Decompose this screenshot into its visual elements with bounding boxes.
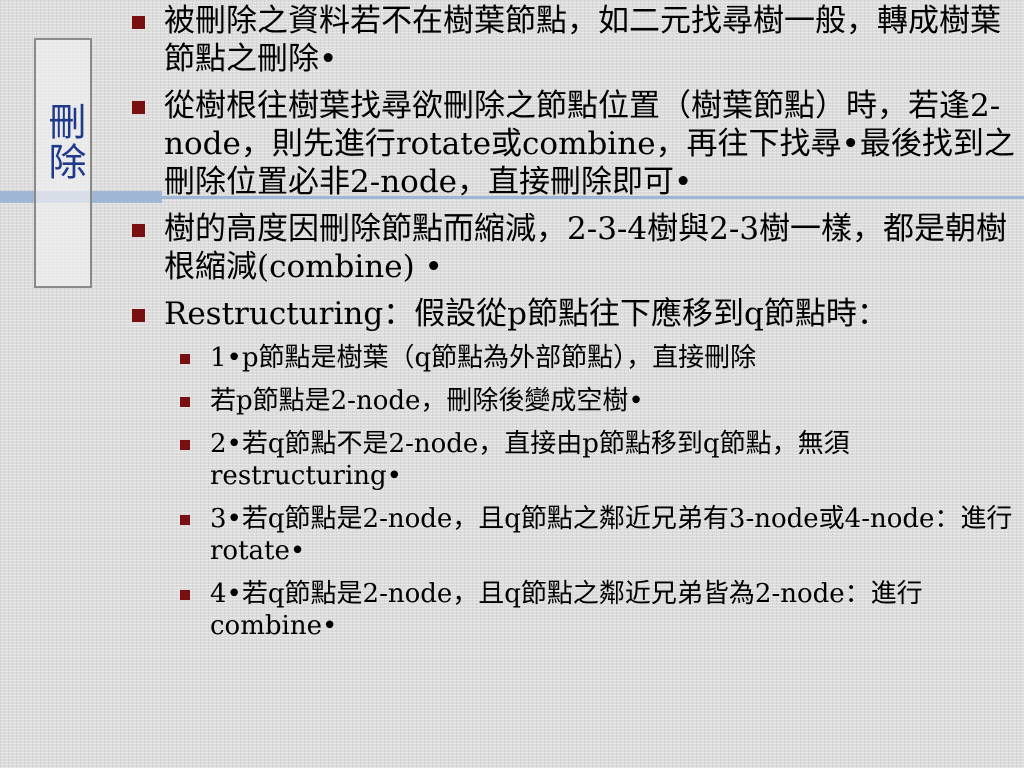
sub-bullet-text: 4•若q節點是2-node，且q節點之鄰近兄弟皆為2-node：進行combin…	[210, 579, 923, 641]
square-bullet-icon	[180, 515, 190, 525]
bullet-list: 被刪除之資料若不在樹葉節點，如二元找尋樹一般，轉成樹葉節點之刪除• 從樹根往樹葉…	[128, 2, 1016, 653]
square-bullet-icon	[132, 16, 145, 29]
square-bullet-icon	[180, 590, 190, 600]
slide-title-box: 刪除	[34, 38, 92, 288]
bullet-text: 樹的高度因刪除節點而縮減，2-3-4樹與2-3樹一樣，都是朝樹根縮減(combi…	[164, 211, 1008, 285]
bullet-text: Restructuring：假設從p節點往下應移到q節點時：	[164, 296, 888, 332]
sub-bullet-text: 2•若q節點不是2-node，直接由p節點移到q節點，無須restructuri…	[210, 429, 850, 491]
sub-bullet-text: 若p節點是2-node，刪除後變成空樹•	[210, 386, 644, 416]
bullet-item: Restructuring：假設從p節點往下應移到q節點時：	[128, 295, 1016, 333]
slide-title: 刪除	[42, 102, 86, 182]
sub-bullet-item: 若p節點是2-node，刪除後變成空樹•	[178, 385, 1016, 417]
bullet-item: 從樹根往樹葉找尋欲刪除之節點位置（樹葉節點）時，若逢2-node，則先進行rot…	[128, 87, 1016, 201]
square-bullet-icon	[180, 354, 190, 364]
square-bullet-icon	[132, 101, 145, 114]
square-bullet-icon	[132, 309, 145, 322]
bullet-item: 樹的高度因刪除節點而縮減，2-3-4樹與2-3樹一樣，都是朝樹根縮減(combi…	[128, 210, 1016, 286]
sub-bullet-text: 1•p節點是樹葉（q節點為外部節點），直接刪除	[210, 343, 757, 373]
bullet-text: 被刪除之資料若不在樹葉節點，如二元找尋樹一般，轉成樹葉節點之刪除•	[164, 3, 1001, 77]
bullet-text: 從樹根往樹葉找尋欲刪除之節點位置（樹葉節點）時，若逢2-node，則先進行rot…	[164, 88, 1015, 200]
sub-bullet-item: 2•若q節點不是2-node，直接由p節點移到q節點，無須restructuri…	[178, 428, 1016, 492]
sub-bullet-item: 3•若q節點是2-node，且q節點之鄰近兄弟有3-node或4-node：進行…	[178, 503, 1016, 567]
sub-bullet-item: 4•若q節點是2-node，且q節點之鄰近兄弟皆為2-node：進行combin…	[178, 578, 1016, 642]
bullet-item: 被刪除之資料若不在樹葉節點，如二元找尋樹一般，轉成樹葉節點之刪除•	[128, 2, 1016, 78]
square-bullet-icon	[180, 440, 190, 450]
sub-bullet-text: 3•若q節點是2-node，且q節點之鄰近兄弟有3-node或4-node：進行…	[210, 504, 1013, 566]
sub-bullet-item: 1•p節點是樹葉（q節點為外部節點），直接刪除	[178, 342, 1016, 374]
accent-line	[162, 196, 1024, 199]
square-bullet-icon	[132, 224, 145, 237]
square-bullet-icon	[180, 397, 190, 407]
